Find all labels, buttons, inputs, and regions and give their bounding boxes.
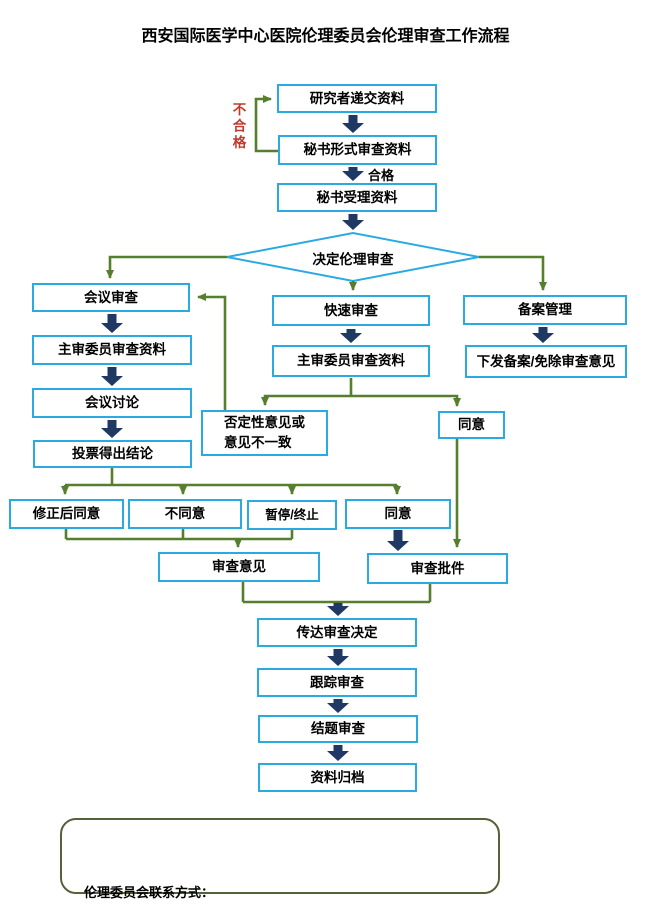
node-chief-review-left: 主审委员审查资料: [32, 335, 192, 365]
page-title: 西安国际医学中心医院伦理委员会伦理审查工作流程: [141, 28, 510, 45]
node-negative-opinion: 否定性意见或 意见不一致: [201, 410, 328, 456]
node-filing-management: 备案管理: [463, 295, 627, 325]
arrow-conclusion-to-archive: [327, 745, 349, 761]
mid-split-left-line: [261, 394, 351, 406]
node-archive: 资料归档: [258, 763, 417, 792]
arrow-rapid-to-chief: [340, 329, 362, 343]
mid-split-right-line: [351, 394, 461, 407]
arrow-communicate-to-followup: [327, 649, 349, 666]
arrow-submit-to-formal: [342, 115, 364, 133]
node-agree-after-revision: 修正后同意: [9, 499, 124, 529]
node-submit-materials: 研究者递交资料: [277, 84, 437, 113]
node-agree-mid: 同意: [438, 411, 505, 439]
arrow-chief-to-discussion: [101, 367, 123, 386]
node-review-opinion: 审查意见: [158, 552, 320, 582]
node-chief-review-mid: 主审委员审查资料: [272, 345, 430, 377]
node-issue-filing: 下发备案/免除审查意见: [465, 345, 627, 378]
block-arrows: [101, 115, 554, 761]
node-meeting-discussion: 会议讨论: [32, 388, 192, 418]
node-conclusion-review: 结题审查: [258, 715, 418, 743]
contact-box: 伦理委员会联系方式： 伦理秘书：赵晓佳 电话：029-68302672 Emai…: [60, 818, 500, 900]
arrow-filing-to-issue: [532, 327, 554, 343]
label-unqualified: 不合格: [230, 102, 246, 152]
arrow-followup-to-conclusion: [327, 699, 349, 713]
arrow-formal-to-accept: [342, 167, 364, 181]
node-review-approval: 审查批件: [367, 553, 508, 584]
node-follow-up-review: 跟踪审查: [257, 668, 417, 697]
arrow-agree-to-approval: [387, 530, 409, 551]
node-communicate-decision: 传达审查决定: [257, 618, 417, 647]
node-decide-review: 决定伦理审查: [312, 252, 394, 267]
node-rapid-review: 快速审查: [272, 295, 430, 326]
diamond-right-branch-line: [479, 255, 547, 291]
node-disagree: 不同意: [128, 499, 242, 529]
arrow-merge-to-communicate: [327, 603, 349, 616]
negative-opinion-text: 否定性意见或 意见不一致: [224, 415, 305, 450]
node-vote-conclusion: 投票得出结论: [33, 440, 192, 468]
node-agree-bottom: 同意: [345, 499, 451, 529]
arrow-meeting-to-chief: [101, 314, 123, 333]
arrow-accept-to-decide: [342, 214, 364, 230]
node-suspend-terminate: 暂停/终止: [247, 500, 337, 530]
green-connector-lines: [61, 95, 547, 604]
arrow-discussion-to-vote: [101, 420, 123, 438]
diamond-left-branch-line: [106, 255, 227, 279]
label-qualified: 合格: [368, 168, 395, 183]
negative-to-meeting-line: [197, 293, 227, 410]
contact-heading: 伦理委员会联系方式：: [84, 885, 215, 901]
unqualified-loop-line: [254, 95, 278, 153]
node-meeting-review: 会议审查: [32, 283, 190, 312]
node-formal-review: 秘书形式审查资料: [278, 135, 437, 165]
node-accept-materials: 秘书受理资料: [277, 183, 437, 212]
